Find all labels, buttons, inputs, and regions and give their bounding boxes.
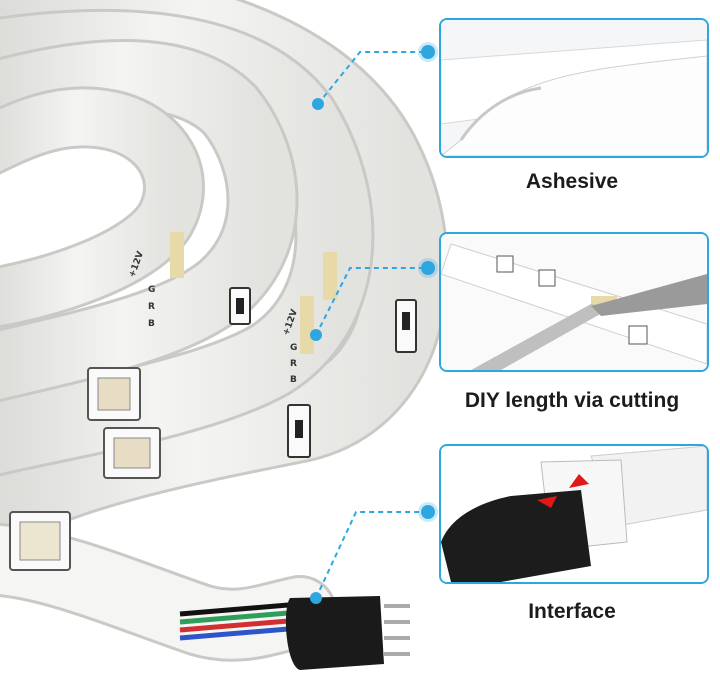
adhesive-caption: Ashesive xyxy=(525,170,619,193)
adhesive-callout-box xyxy=(439,18,709,158)
cutting-callout-box xyxy=(439,232,709,372)
connector-icon xyxy=(441,446,707,582)
interface-caption: Interface xyxy=(528,600,616,623)
marking-r: R xyxy=(148,302,155,312)
interface-callout-box xyxy=(439,444,709,584)
rgb-connector xyxy=(179,596,410,670)
marking-r-2: R xyxy=(290,359,297,369)
cutting-callout-dot xyxy=(421,261,435,275)
adhesive-tape-icon xyxy=(441,20,707,156)
marking-b: B xyxy=(148,319,155,329)
scissors-icon xyxy=(441,234,707,370)
marking-g: G xyxy=(148,285,155,295)
marking-b-2: B xyxy=(290,375,297,385)
cutting-caption: DIY length via cutting xyxy=(464,389,680,412)
adhesive-callout-dot xyxy=(421,45,435,59)
interface-callout-dot xyxy=(421,505,435,519)
marking-g-2: G xyxy=(290,343,297,353)
